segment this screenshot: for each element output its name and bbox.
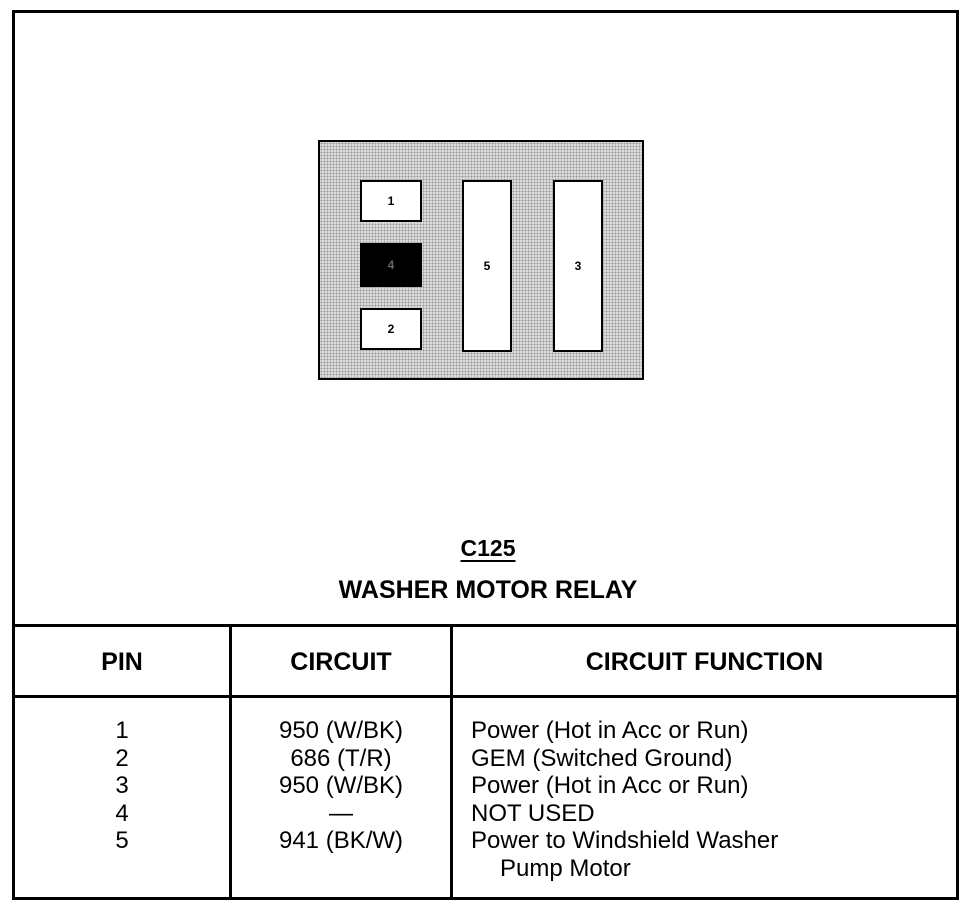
circuit-column: 950 (W/BK) 686 (T/R) 950 (W/BK) — 941 (B… <box>232 717 450 855</box>
pin-cavity-2: 2 <box>360 308 422 350</box>
table-divider-2 <box>450 626 453 898</box>
table-row-function: Power (Hot in Acc or Run) <box>471 717 749 744</box>
table-header-rule <box>12 695 959 698</box>
table-row-pin: 4 <box>115 799 129 827</box>
table-row-function: Power (Hot in Acc or Run) <box>471 772 749 799</box>
pin-cavity-3-label: 3 <box>574 259 582 273</box>
pin-column: 1 2 3 4 5 <box>15 717 229 855</box>
table-row-function: GEM (Switched Ground) <box>471 744 733 772</box>
pin-cavity-4: 4 <box>360 243 422 287</box>
diagram-frame <box>12 10 959 900</box>
pin-cavity-1-label: 1 <box>387 194 395 208</box>
table-row-pin: 2 <box>115 744 129 772</box>
table-row-function: Power to Windshield Washer <box>471 827 779 854</box>
table-row-pin: 5 <box>115 827 129 854</box>
pin-cavity-4-label: 4 <box>387 258 395 272</box>
table-row-circuit: 950 (W/BK) <box>278 717 404 744</box>
table-top-rule <box>12 624 959 627</box>
table-divider-1 <box>229 626 232 898</box>
connector-id: C125 <box>0 535 976 562</box>
table-row-pin: 1 <box>115 717 129 744</box>
connector-face: 1 4 2 5 3 <box>318 140 644 380</box>
table-row-circuit: 941 (BK/W) <box>278 827 404 854</box>
table-row-function-continuation: Pump Motor <box>500 854 631 882</box>
table-row-circuit: 686 (T/R) <box>290 744 392 772</box>
pin-cavity-2-label: 2 <box>387 322 395 336</box>
header-circuit: CIRCUIT <box>290 648 392 676</box>
header-circuit-function: CIRCUIT FUNCTION <box>585 648 824 676</box>
pin-cavity-5: 5 <box>462 180 512 352</box>
pin-cavity-5-label: 5 <box>483 259 491 273</box>
pin-cavity-3: 3 <box>553 180 603 352</box>
function-column: Power (Hot in Acc or Run) GEM (Switched … <box>471 717 951 882</box>
table-row-circuit: — <box>329 799 353 827</box>
connector-id-text: C125 <box>460 535 516 561</box>
pin-cavity-1: 1 <box>360 180 422 222</box>
header-pin: PIN <box>101 648 143 676</box>
table-row-function: NOT USED <box>471 799 595 827</box>
table-row-pin: 3 <box>115 772 129 799</box>
connector-name: WASHER MOTOR RELAY <box>338 576 638 604</box>
table-row-circuit: 950 (W/BK) <box>278 772 404 799</box>
